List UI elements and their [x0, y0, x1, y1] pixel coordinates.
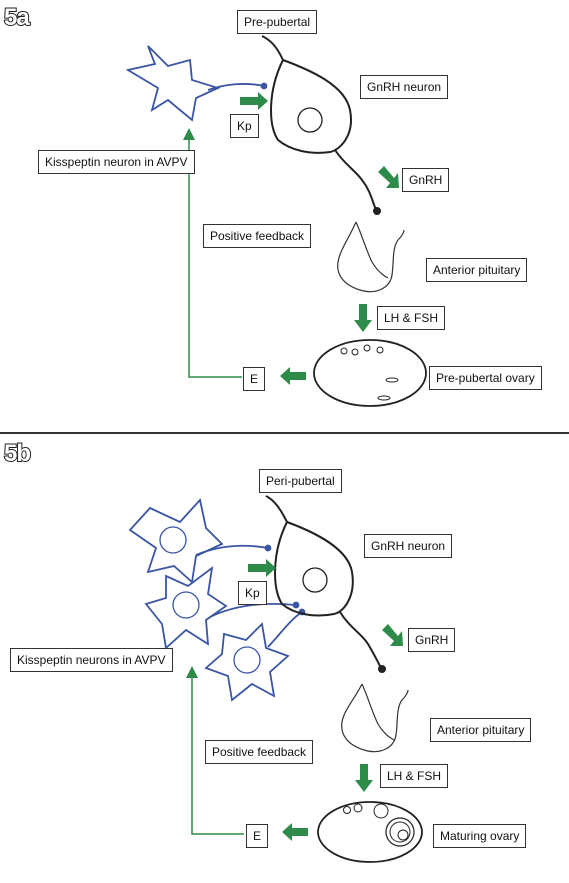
stage-label-a: Pre-pubertal — [237, 10, 318, 34]
lhfsh-arrow-b — [355, 764, 373, 792]
gnrh-arrow-b — [382, 624, 403, 646]
stage-label-b: Peri-pubertal — [259, 469, 342, 493]
gnrh-neuron-label-b: GnRH neuron — [364, 534, 453, 558]
panel-divider — [0, 432, 569, 434]
kisspeptin-label-b: Kisspeptin neurons in AVPV — [10, 648, 173, 672]
gnrh-label-b: GnRH — [408, 628, 456, 652]
kp-arrow-a — [240, 92, 268, 110]
pituitary-b — [341, 683, 409, 753]
gnrh-arrow-a — [378, 166, 399, 188]
gnrh-neuron-b — [265, 495, 386, 673]
pituitary-a — [337, 221, 405, 293]
feedback-line-a — [183, 128, 242, 378]
kp-label-a: Kp — [230, 114, 259, 138]
kisspeptin-neuron-a — [125, 45, 268, 122]
arrows-a — [240, 92, 399, 385]
gnrh-neuron-label-a: GnRH neuron — [360, 75, 449, 99]
pituitary-label-b: Anterior pituitary — [430, 718, 532, 742]
panel-tag-a: 5a — [3, 3, 31, 32]
gnrh-neuron-a — [261, 35, 381, 215]
feedback-line-b — [186, 666, 244, 835]
gnrh-label-a: GnRH — [402, 168, 450, 192]
kisspeptin-label-a: Kisspeptin neuron in AVPV — [38, 150, 195, 174]
lhfsh-label-b: LH & FSH — [380, 764, 449, 788]
estrogen-label-b: E — [246, 824, 269, 848]
pituitary-label-a: Anterior pituitary — [426, 258, 528, 282]
ovary-b — [317, 801, 423, 863]
feedback-label-a: Positive feedback — [203, 224, 312, 248]
feedback-label-b: Positive feedback — [205, 740, 314, 764]
kp-label-b: Kp — [238, 581, 267, 605]
ovary-label-b: Maturing ovary — [433, 824, 527, 848]
e-arrow-b — [282, 823, 308, 841]
arrows-b — [248, 559, 403, 841]
panel-tag-b: 5b — [3, 439, 32, 468]
ovary-label-a: Pre-pubertal ovary — [429, 366, 542, 390]
lhfsh-arrow-a — [354, 304, 372, 332]
lhfsh-label-a: LH & FSH — [377, 306, 446, 330]
e-arrow-a — [280, 367, 306, 385]
ovary-a — [313, 339, 427, 407]
kp-arrow-b — [248, 559, 276, 577]
kisspeptin-neurons-b — [128, 498, 306, 702]
estrogen-label-a: E — [243, 367, 266, 391]
